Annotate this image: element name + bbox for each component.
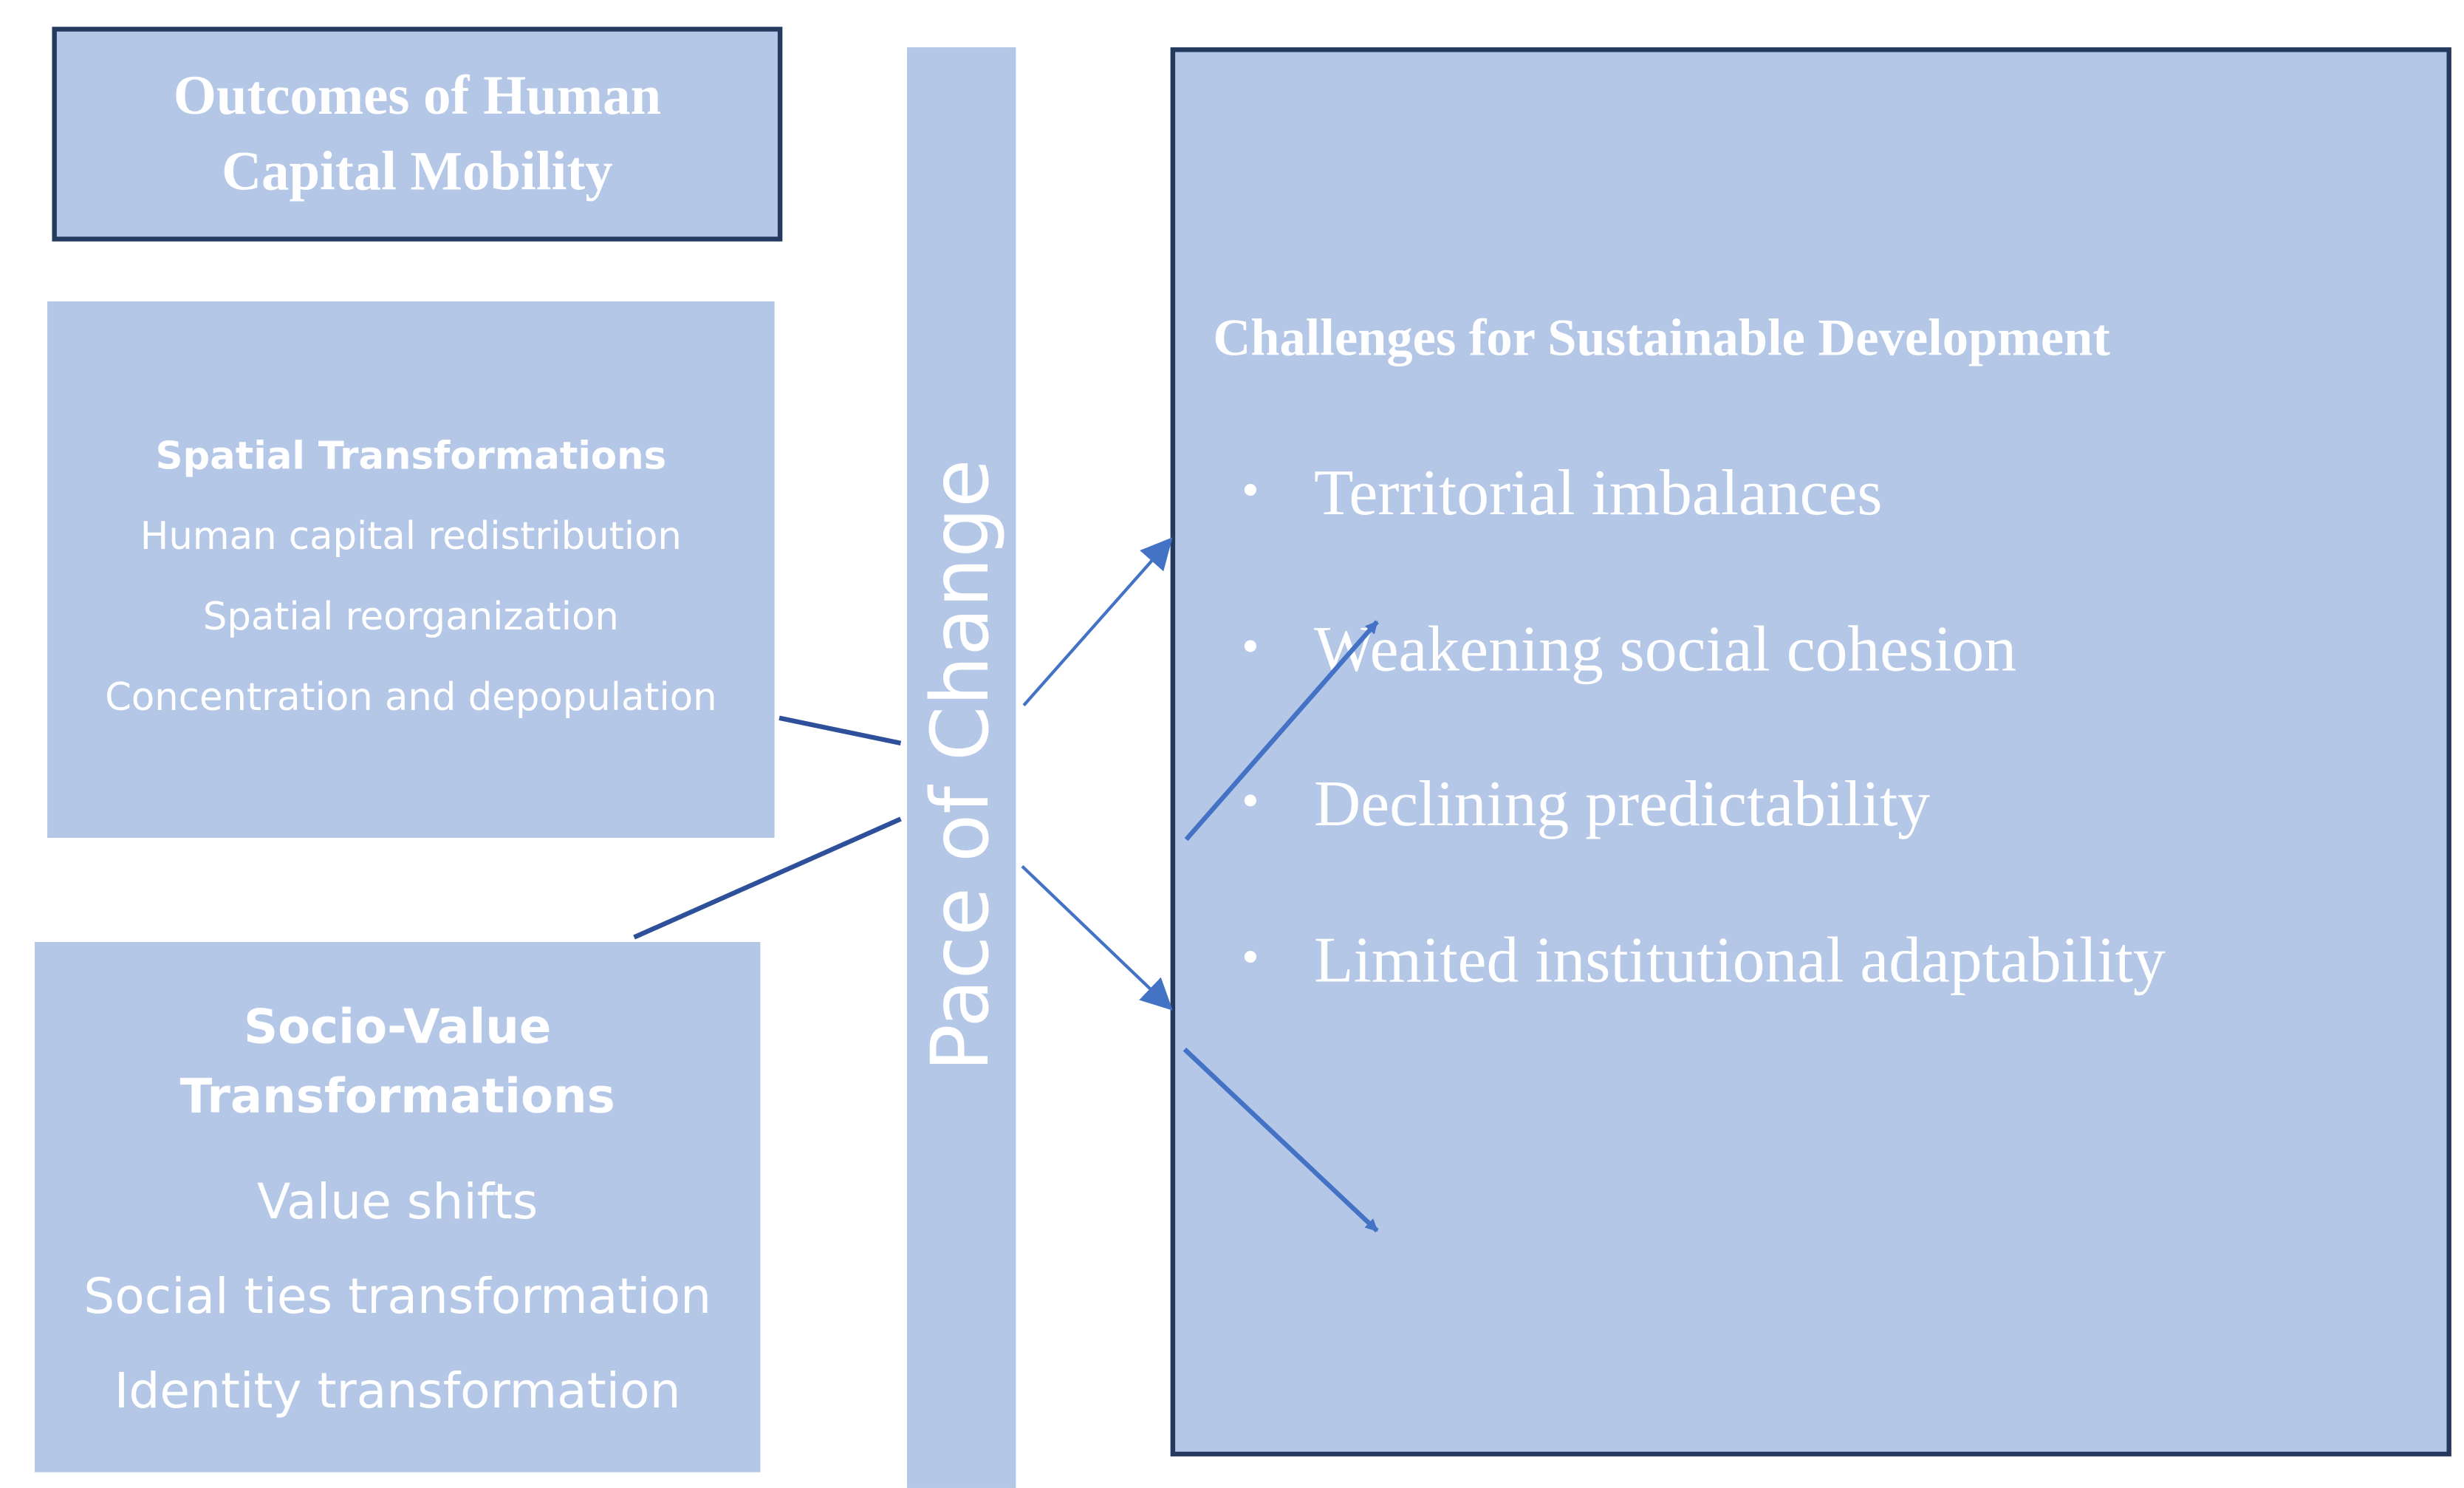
socio-heading-line-1: Socio-Value	[243, 1000, 552, 1056]
spatial-heading: Spatial Transformations	[155, 434, 667, 479]
spatial-item: Human capital redistribution	[140, 514, 682, 559]
challenge-item: • Territorial imbalances	[1239, 415, 2166, 570]
socio-item: Identity transformation	[114, 1363, 681, 1421]
challenge-item: • Declining predictability	[1239, 726, 2166, 881]
socio-value-transformations-box: Socio-Value Transformations Value shifts…	[34, 942, 761, 1472]
socio-item: Value shifts	[257, 1173, 538, 1231]
bullet-icon: •	[1238, 624, 1263, 672]
spatial-transformations-box: Spatial Transformations Human capital re…	[47, 301, 775, 839]
spatial-connector-line	[778, 715, 902, 746]
challenges-box: Challenges for Sustainable Development •…	[1170, 47, 2451, 1457]
socio-item: Social ties transformation	[83, 1269, 712, 1325]
challenges-list: • Territorial imbalances • Weakening socia…	[1239, 415, 2166, 1037]
upper-arrow	[1022, 537, 1173, 707]
outcomes-title-line-2: Capital Mobility	[222, 140, 613, 202]
bullet-icon: •	[1238, 468, 1263, 516]
inner-upper-arrow	[1184, 620, 1379, 842]
challenge-item: • Limited institutional adaptability	[1239, 881, 2166, 1037]
bullet-icon: •	[1238, 935, 1263, 983]
challenge-text: Declining predictability	[1314, 766, 1931, 840]
outcomes-title-line-1: Outcomes of Human	[173, 64, 662, 126]
socio-connector-line	[633, 816, 902, 940]
challenge-text: Limited institutional adaptability	[1314, 922, 2166, 995]
inner-lower-arrow	[1183, 1047, 1379, 1233]
pace-of-change-bar	[907, 47, 1016, 1488]
socio-items: Value shifts Social ties transformation …	[83, 1155, 711, 1438]
challenge-text: Weakening social cohesion	[1314, 611, 2017, 684]
challenge-item: • Weakening social cohesion	[1239, 570, 2166, 726]
spatial-item: Concentration and depopulation	[105, 675, 717, 720]
spatial-item: Spatial reorganization	[202, 595, 619, 639]
outcomes-title-box: Outcomes of Human Capital Mobility	[52, 27, 783, 242]
challenge-text: Territorial imbalances	[1314, 456, 1883, 529]
lower-arrow	[1021, 864, 1173, 1011]
challenges-title: Challenges for Sustainable Development	[1213, 310, 2110, 368]
bullet-icon: •	[1238, 779, 1263, 827]
socio-heading-line-2: Transformations	[179, 1070, 615, 1125]
